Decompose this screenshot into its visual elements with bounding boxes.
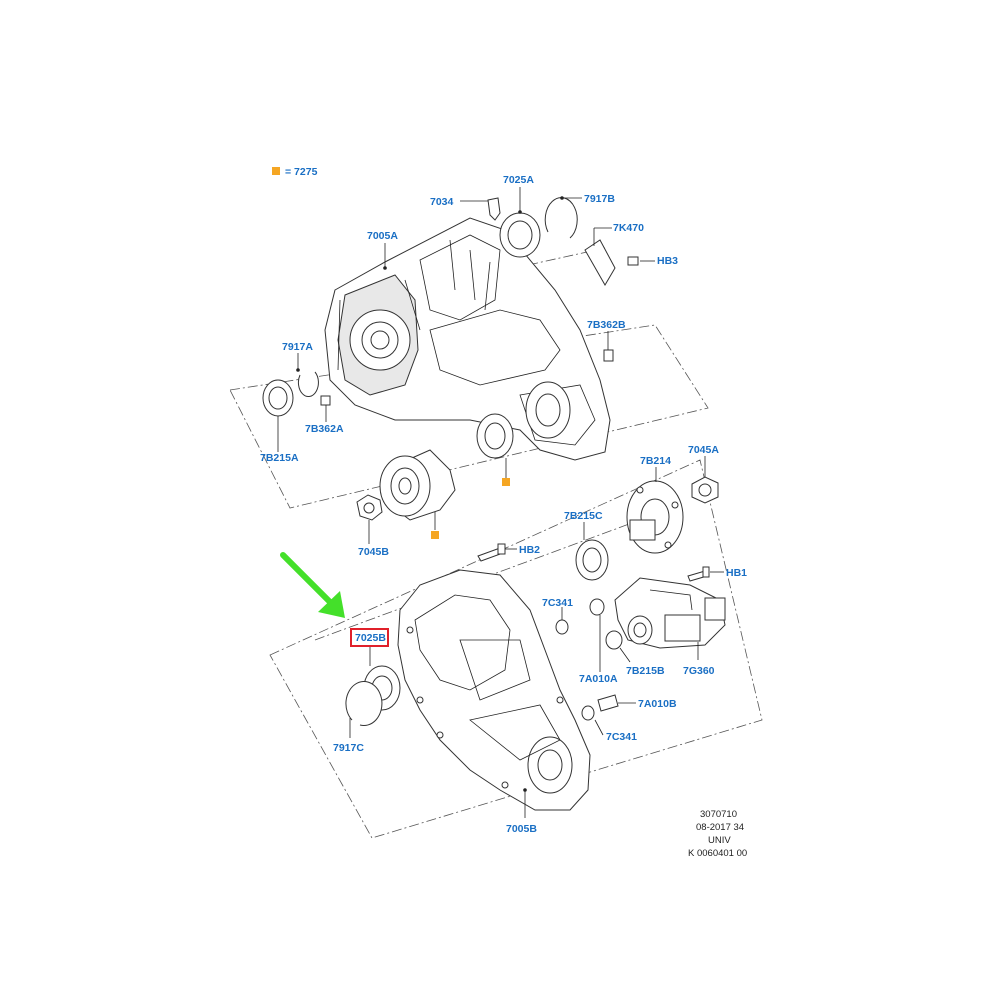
marker-7275-upper-icon bbox=[502, 478, 510, 486]
label-7917b: 7917B bbox=[584, 193, 615, 205]
highlight-box-7025b bbox=[350, 628, 389, 647]
label-7045a: 7045A bbox=[688, 444, 719, 456]
label-7b215a: 7B215A bbox=[260, 452, 299, 464]
legend-marker-icon bbox=[272, 167, 280, 175]
dowel-7b362a bbox=[320, 395, 331, 406]
reference-line-4: K 0060401 00 bbox=[688, 848, 747, 859]
label-7b362b: 7B362B bbox=[587, 319, 626, 331]
label-7025b: 7025B bbox=[355, 632, 386, 644]
bearing-upper bbox=[476, 413, 514, 459]
sensor-7a010b bbox=[597, 694, 619, 712]
label-7045b: 7045B bbox=[358, 546, 389, 558]
label-7g360: 7G360 bbox=[683, 665, 715, 677]
label-7c341-lower: 7C341 bbox=[606, 731, 637, 743]
front-housing-7005a bbox=[324, 217, 611, 461]
label-7005a: 7005A bbox=[367, 230, 398, 242]
nut-7045b bbox=[356, 494, 383, 521]
label-7k470: 7K470 bbox=[613, 222, 644, 234]
bolt-hb1 bbox=[687, 566, 710, 582]
lower-assembly-frame bbox=[269, 459, 763, 839]
rear-housing-7005b bbox=[397, 569, 591, 811]
dowel-7b362b bbox=[603, 349, 614, 362]
pointer-arrow-icon bbox=[280, 552, 345, 618]
clutch-drum bbox=[379, 449, 456, 521]
reference-line-3: UNIV bbox=[708, 835, 731, 846]
seal-7025a bbox=[499, 212, 541, 258]
label-7b215b: 7B215B bbox=[626, 665, 665, 677]
flange-7b214 bbox=[626, 480, 684, 554]
seal-7b215b bbox=[605, 630, 623, 650]
label-7034: 7034 bbox=[430, 196, 454, 208]
label-7025a: 7025A bbox=[503, 174, 534, 186]
washer-7c341-lower bbox=[581, 705, 595, 721]
washer-7c341-upper bbox=[555, 619, 569, 635]
nut-7045a bbox=[691, 476, 719, 504]
plate-7k470 bbox=[584, 239, 616, 286]
label-7005b: 7005B bbox=[506, 823, 537, 835]
snap-ring-7917b bbox=[544, 197, 578, 239]
label-7a010b: 7A010B bbox=[638, 698, 677, 710]
marker-7275-lower-icon bbox=[431, 531, 439, 539]
seal-7b215c bbox=[575, 539, 609, 581]
label-7a010a: 7A010A bbox=[579, 673, 618, 685]
upper-assembly-frame bbox=[229, 324, 709, 509]
axis-line-lower bbox=[314, 519, 641, 641]
label-7917c: 7917C bbox=[333, 742, 364, 754]
label-7b215c: 7B215C bbox=[564, 510, 603, 522]
sensor-7a010a bbox=[589, 598, 605, 616]
label-hb1: HB1 bbox=[726, 567, 747, 579]
label-7c341-upper: 7C341 bbox=[542, 597, 573, 609]
snap-ring-7917c bbox=[345, 681, 383, 727]
breather-7034 bbox=[487, 197, 501, 221]
bolt-hb2 bbox=[477, 543, 506, 562]
label-hb3: HB3 bbox=[657, 255, 678, 267]
connector-hb3 bbox=[627, 256, 639, 266]
snap-ring-7917a bbox=[297, 371, 319, 398]
label-7b362a: 7B362A bbox=[305, 423, 344, 435]
actuator-motor-7g360 bbox=[614, 577, 726, 649]
legend-text: = 7275 bbox=[285, 166, 318, 178]
label-7b214: 7B214 bbox=[640, 455, 671, 467]
reference-line-1: 3070710 bbox=[700, 809, 737, 820]
label-hb2: HB2 bbox=[519, 544, 540, 556]
label-7917a: 7917A bbox=[282, 341, 313, 353]
seal-7b215a bbox=[262, 379, 294, 417]
reference-line-2: 08-2017 34 bbox=[696, 822, 744, 833]
